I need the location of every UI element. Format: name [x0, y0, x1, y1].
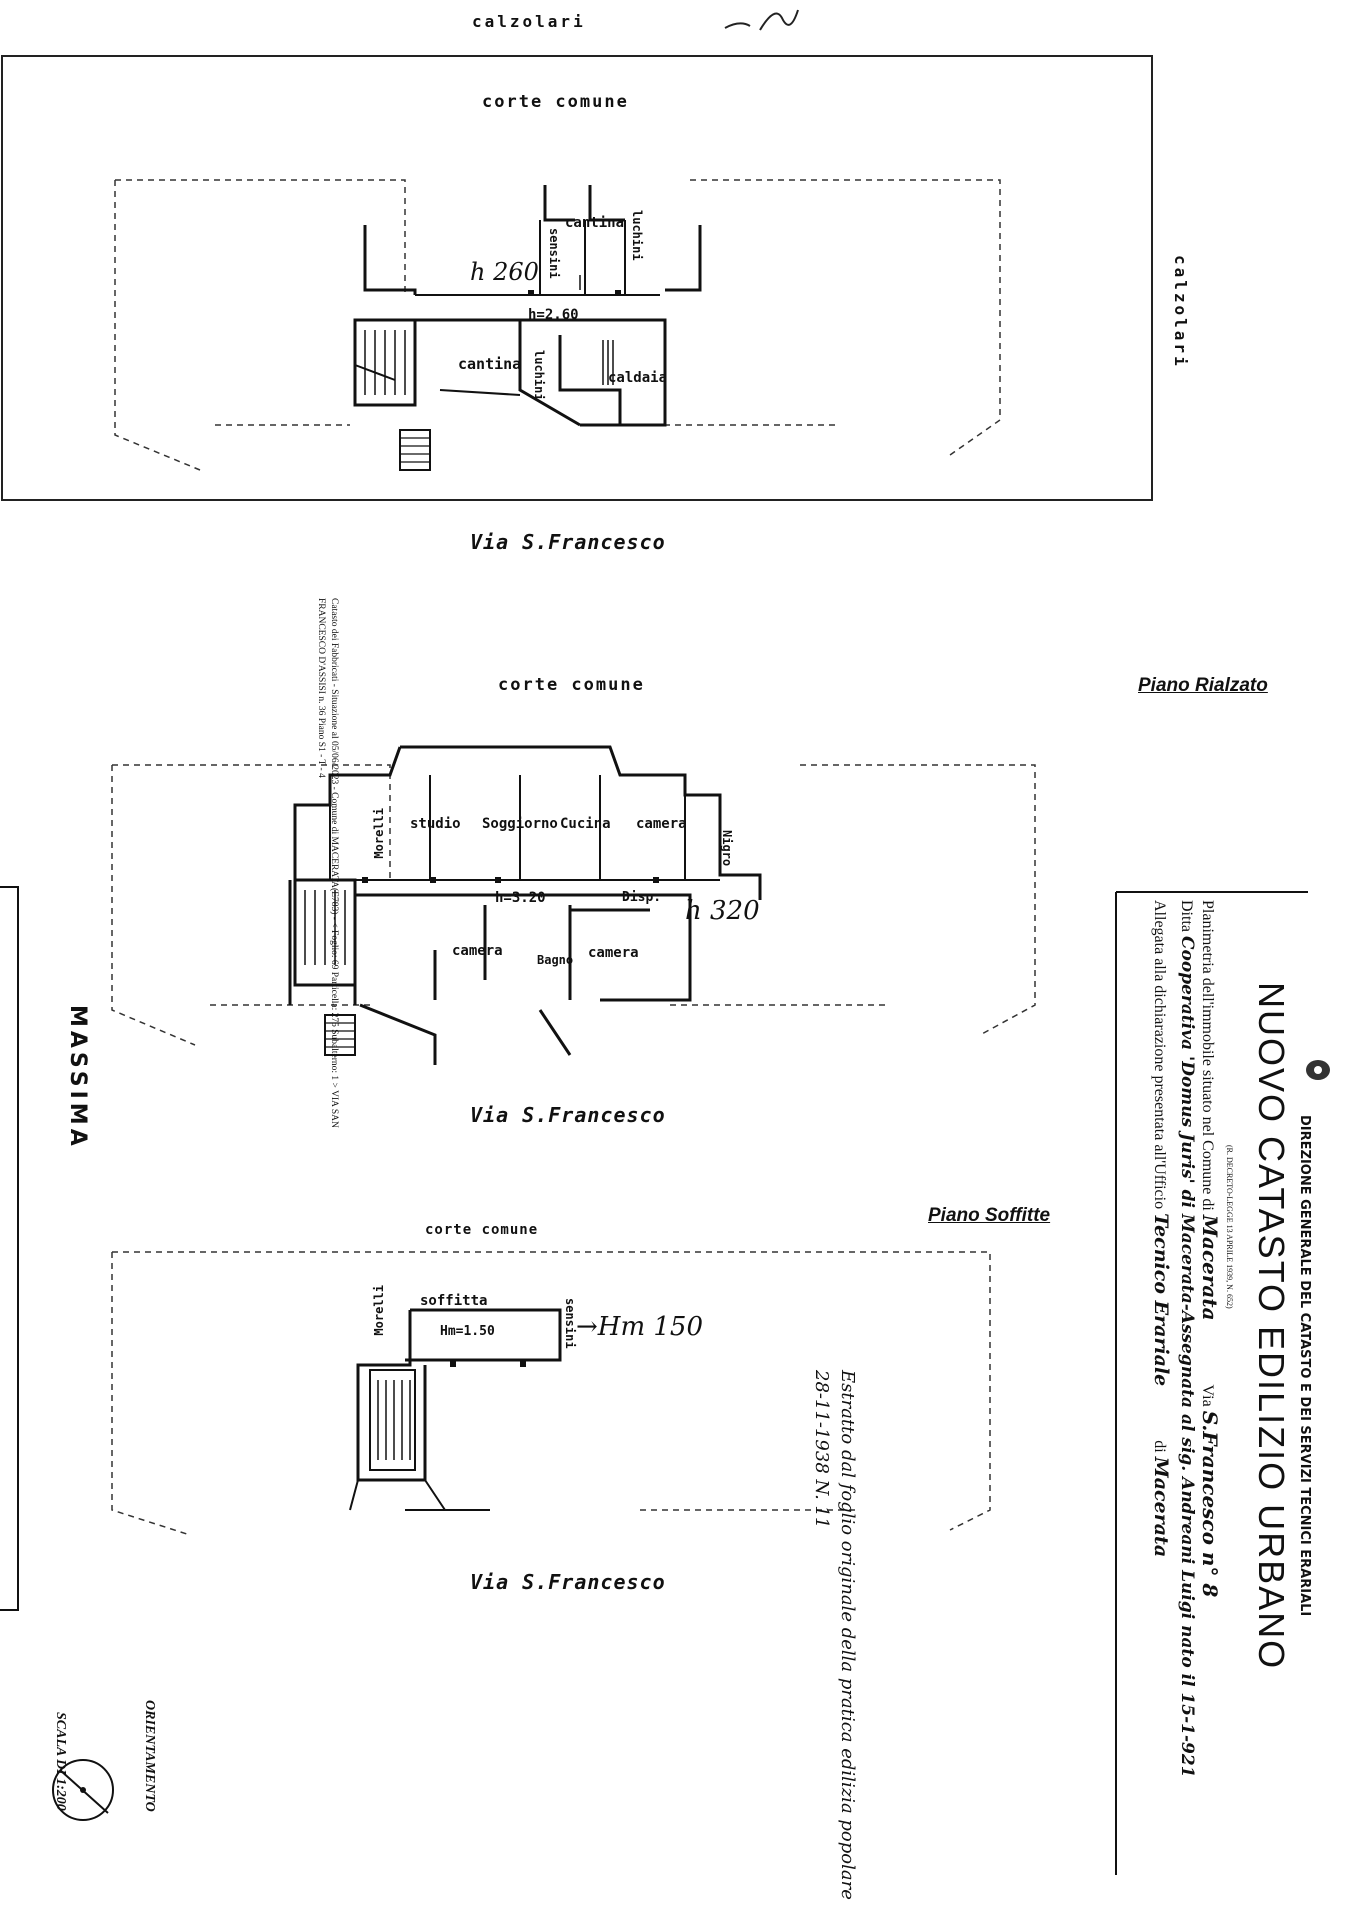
plan1-vertical-luchini: luchini: [532, 350, 546, 401]
form-comune: Macerata: [1198, 1214, 1222, 1321]
plan3-hand-height: →Hm 150: [576, 1312, 704, 1342]
plan2-drawing: [111, 745, 1036, 1065]
left-border-frame: [0, 886, 19, 1611]
plan3-drawing: [111, 1251, 991, 1536]
plan3-height-label: Hm=1.50: [440, 1324, 495, 1339]
handwritten-note: Estratto dal foglio originale della prat…: [811, 1370, 858, 1900]
plan2-vertical-nigro: Nigro: [720, 830, 734, 867]
form-line2-prefix: Ditta: [1178, 900, 1195, 932]
form-via: S.Francesco n° 8: [1198, 1410, 1222, 1598]
plan2-height-label: h=3.20: [495, 890, 546, 906]
plan1-room-cantina: cantina: [458, 355, 522, 373]
scale-label: SCALA DI 1:200: [53, 1712, 68, 1811]
form-line3: Allegata alla dichiarazione presentata a…: [1150, 900, 1172, 1557]
plan2-title: Piano Rialzato: [1138, 675, 1268, 696]
plan2-vertical-morelli: Morelli: [372, 808, 386, 859]
form-di: di: [1151, 1440, 1168, 1453]
plan2-hand-height: h 320: [685, 896, 760, 926]
form-frame: [1115, 891, 1308, 1875]
right-street-label: calzolari: [1171, 255, 1190, 369]
plan2-room-studio: studio: [410, 816, 461, 832]
left-margin-label: MASSIMA: [65, 1005, 90, 1150]
form-line1-prefix: Planimetria dell'immobile situato nel Co…: [1199, 900, 1216, 1211]
plan2-street-label: Via S.Francesco: [470, 1103, 666, 1127]
form-line3-prefix: Allegata alla dichiarazione presentata a…: [1151, 900, 1168, 1210]
plan2-room-camera-3: camera: [588, 945, 639, 961]
plan2-court-label: corte comune: [498, 675, 645, 695]
plan3-vertical-morelli: Morelli: [372, 1285, 386, 1336]
plan1-height-label: h=2.60: [528, 307, 579, 323]
plan1-hand-height: h 260: [470, 258, 539, 286]
plan1-vertical-luchini-top: luchini: [630, 210, 644, 261]
plan1-court-label: corte comune: [482, 92, 629, 112]
plan2-room-camera-1: camera: [636, 816, 687, 832]
plan1-room-cantina-top: cantina: [565, 215, 625, 231]
orientation-label: ORIENTAMENTO: [142, 1700, 157, 1812]
plan3-court-label: corte comune: [425, 1222, 539, 1238]
top-street-label: calzolari: [472, 12, 586, 31]
plan1-room-caldaia: caldaia: [608, 370, 668, 386]
plan2-room-cucina: Cucina: [560, 816, 611, 832]
plan3-title: Piano Soffitte: [928, 1205, 1051, 1226]
plan1-drawing: [1, 55, 1153, 501]
form-line2: Ditta Cooperativa 'Domus Juris' di Macer…: [1177, 900, 1197, 1778]
form-ministry: DIREZIONE GENERALE DEL CATASTO E DEI SER…: [1297, 1115, 1312, 1617]
plan2-room-disp: Disp.: [622, 890, 662, 905]
form-ufficio: Tecnico Erariale: [1150, 1213, 1172, 1387]
form-decree: (R. DECRETO-LEGGE 13 APRILE 1939, N. 652…: [1225, 1145, 1234, 1309]
plan2-room-bagno: Bagno: [537, 953, 574, 967]
plan2-room-camera-2: camera: [452, 943, 503, 959]
form-ufficio-city: Macerata: [1150, 1456, 1172, 1558]
plan2-room-soggiorno: Soggiorno: [482, 816, 558, 832]
form-via-prefix: Via: [1199, 1384, 1216, 1407]
plan3-street-label: Via S.Francesco: [470, 1570, 666, 1594]
plan1-vertical-sensini: sensini: [547, 228, 561, 279]
form-title: NUOVO CATASTO EDILIZIO URBANO: [1251, 982, 1292, 1671]
signature-scribble: [724, 9, 799, 31]
form-ditta: Cooperativa 'Domus Juris' di Macerata-As…: [1177, 936, 1197, 1778]
plan1-street-label: Via S.Francesco: [470, 530, 666, 554]
compass-icon: [48, 1755, 118, 1829]
plan3-vertical-sensini: sensini: [563, 1298, 577, 1349]
plan3-room-soffitta: soffitta: [420, 1293, 488, 1309]
form-line1: Planimetria dell'immobile situato nel Co…: [1198, 900, 1222, 1597]
crest-icon: [1303, 1055, 1330, 1080]
